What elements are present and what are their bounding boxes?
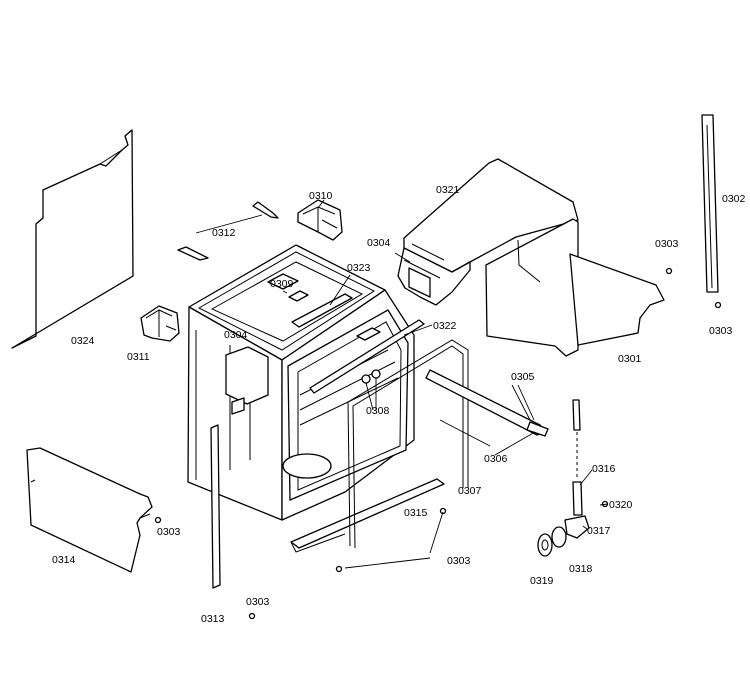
label-0313: 0313 [201,613,225,625]
leader-lines [195,199,609,569]
part-0313-vertical-strip [210,424,221,589]
label-0320: 0320 [609,499,633,511]
label-0305: 0305 [511,371,535,383]
label-0304: 0304 [224,329,248,341]
label-0319: 0319 [530,575,554,587]
label-0302: 0302 [722,193,746,205]
label-0309: 0309 [270,278,294,290]
part-labels: 0302 0303 0303 0321 0310 0312 0304 0309 … [52,184,746,625]
label-0307: 0307 [458,485,482,497]
label-0322: 0322 [433,320,457,332]
part-0308-fasteners [356,327,381,384]
label-0310: 0310 [309,190,333,202]
part-tub-body [187,244,415,521]
part-0322-rail [309,319,425,394]
label-0301: 0301 [618,353,642,365]
label-0306: 0306 [484,453,508,465]
label-0318: 0318 [569,563,593,575]
label-0303: 0303 [157,526,181,538]
label-0303: 0303 [655,238,679,250]
label-0312: 0312 [212,227,236,239]
label-0314: 0314 [52,554,76,566]
label-0303: 0303 [447,555,471,567]
part-0301-side-panel [485,218,665,357]
label-0323: 0323 [347,262,371,274]
part-0315-base-strip [290,478,445,553]
label-0303: 0303 [246,596,270,608]
part-0305-spray-arm [425,369,549,437]
label-0317: 0317 [587,525,611,537]
label-0321: 0321 [436,184,460,196]
screw-icon [154,267,722,620]
part-0310-bracket [297,199,343,241]
part-0302-vertical-strip [701,114,719,293]
part-0324-side-panel [11,129,134,349]
label-0315: 0315 [404,507,428,519]
label-0324: 0324 [71,335,95,347]
part-0316-drain-assembly [537,399,590,557]
part-0311-bracket [140,305,180,342]
label-0308: 0308 [366,405,390,417]
part-0312-clips [177,201,279,261]
label-0311: 0311 [127,351,150,363]
label-0304: 0304 [367,237,391,249]
label-0303: 0303 [709,325,733,337]
part-0321-cover [397,158,579,306]
label-0316: 0316 [592,463,616,475]
part-0314-kick-panel [26,447,153,573]
